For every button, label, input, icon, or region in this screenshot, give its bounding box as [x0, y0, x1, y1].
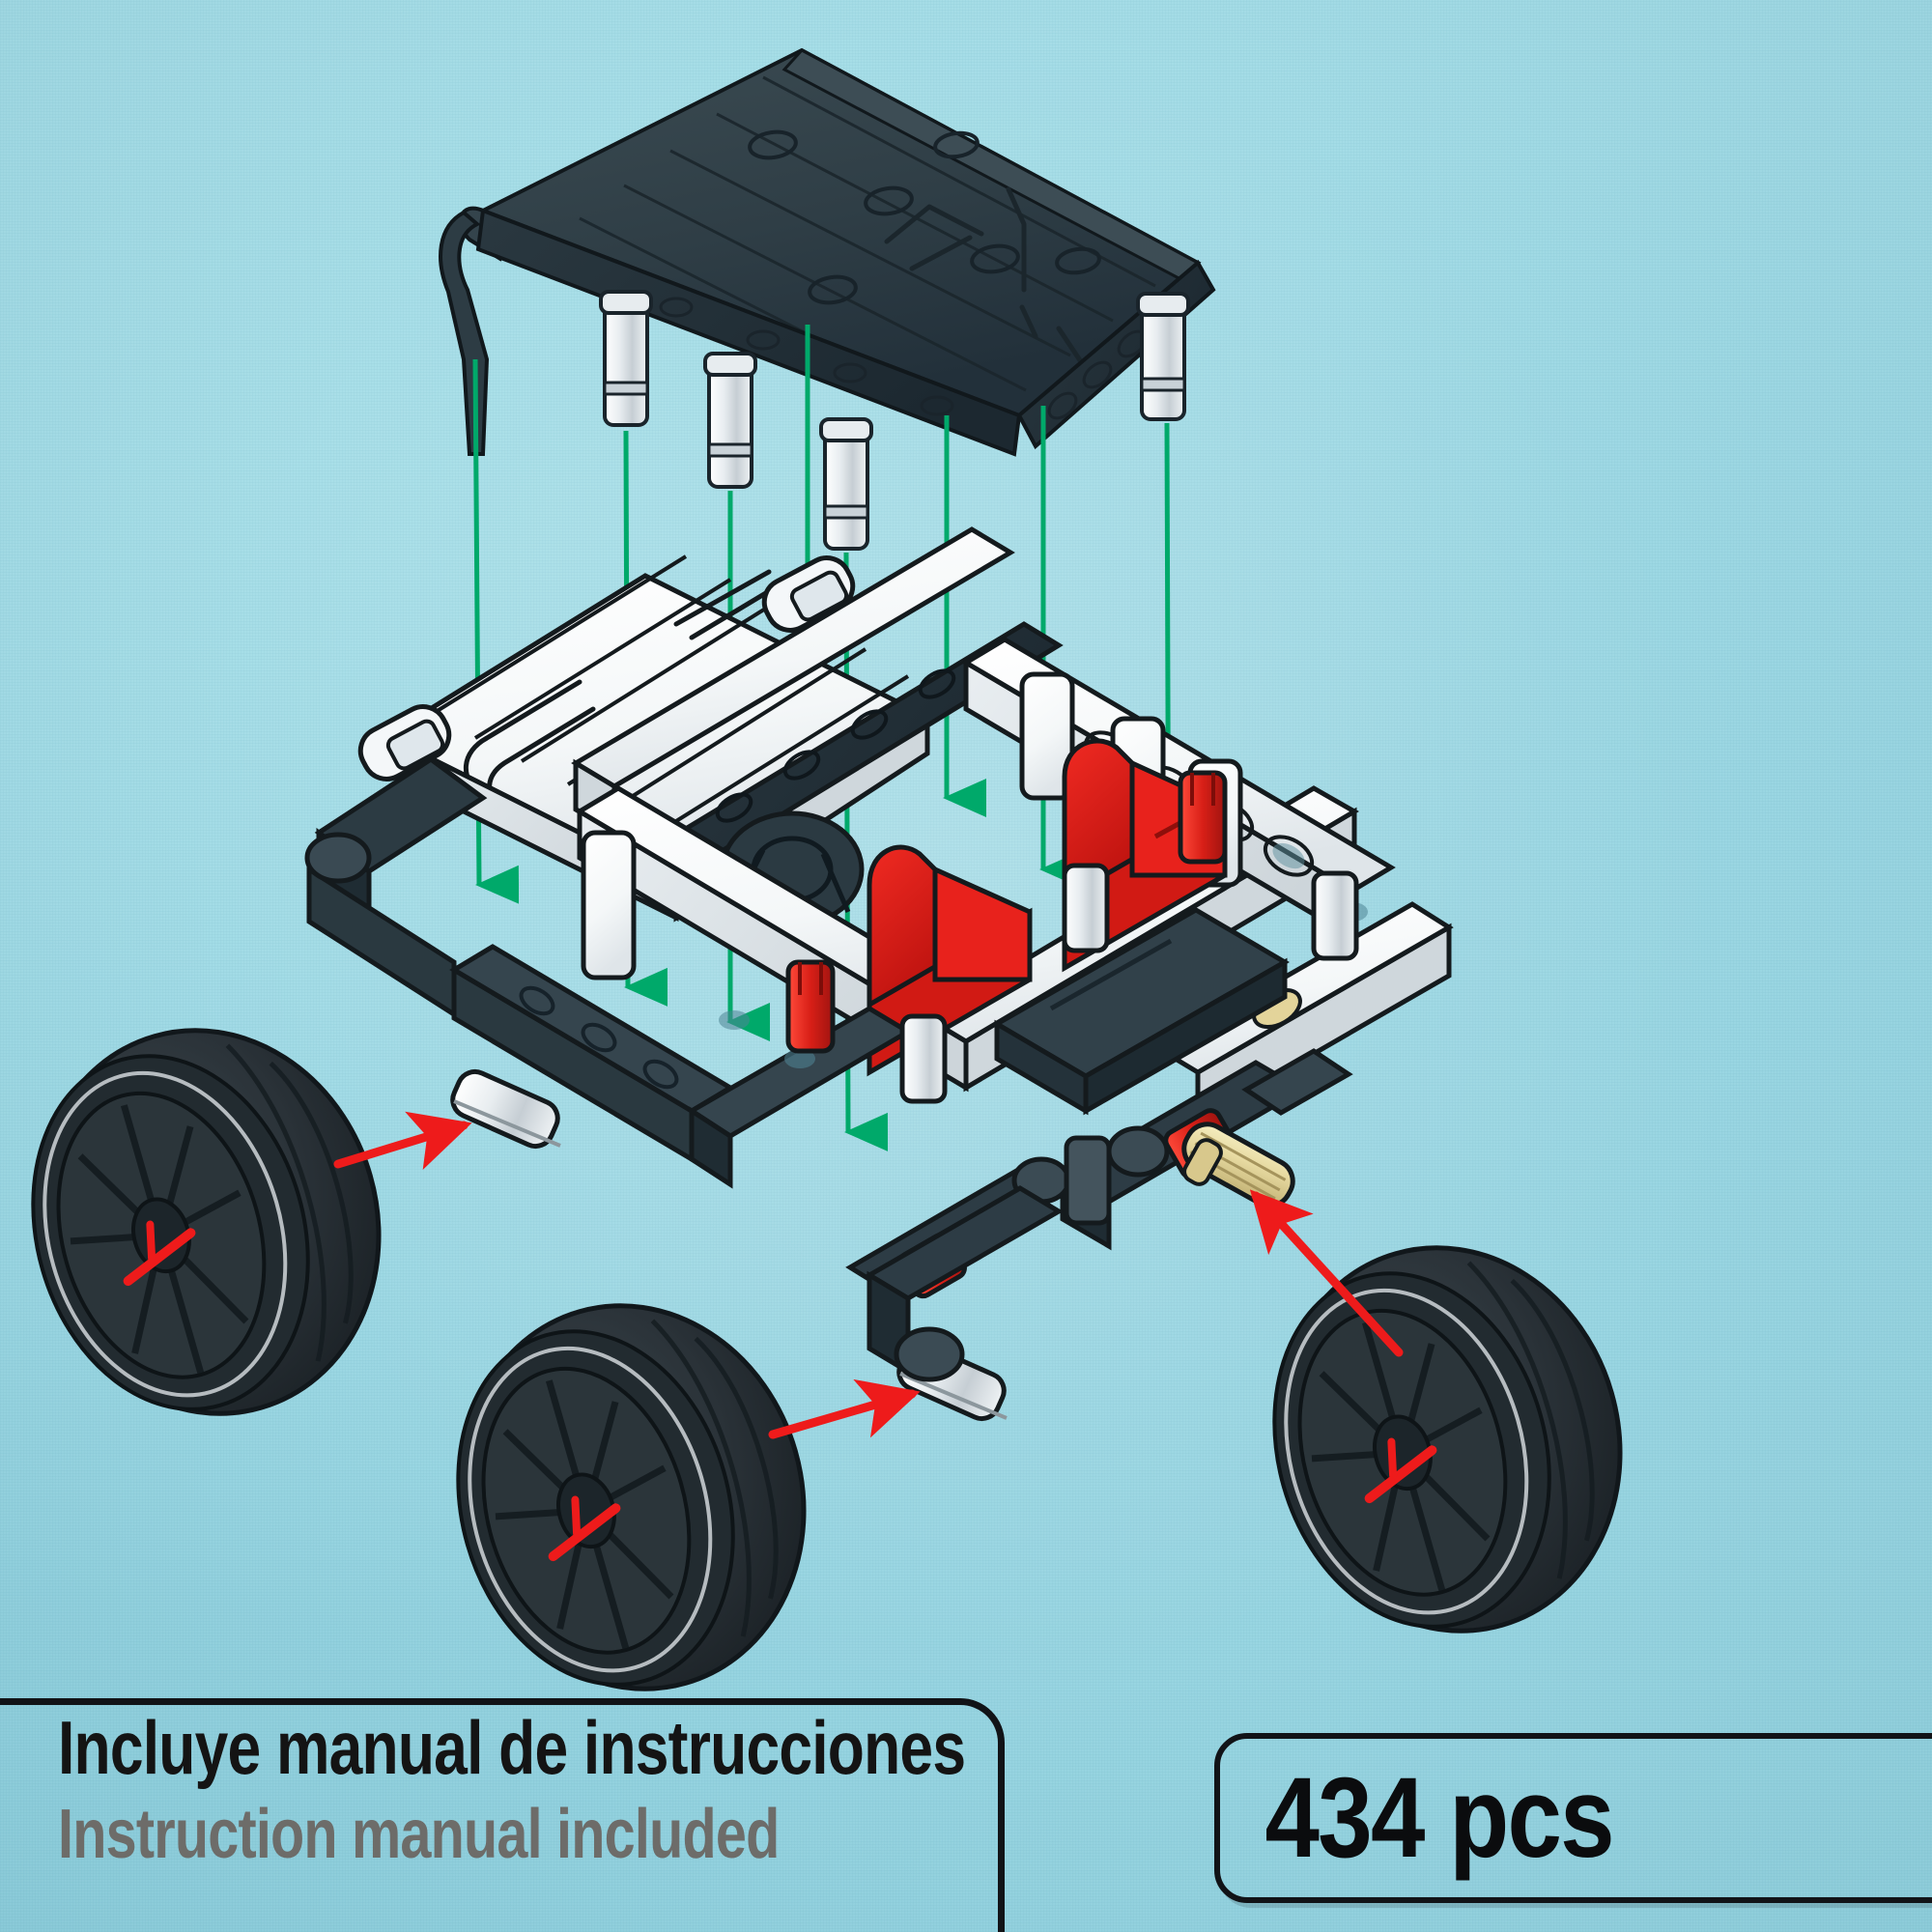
arrow-to-tan-axle — [1249, 1189, 1404, 1357]
piece-count-badge-frame — [1214, 1733, 1932, 1903]
piece-count-label: 434 pcs — [1264, 1754, 1615, 1882]
roof-support-pillars — [599, 290, 1190, 551]
instruction-manual-text-group: Incluye manual de instrucciones Instruct… — [58, 1710, 1024, 1932]
arrow-to-front-right-wheel — [768, 1378, 921, 1439]
wheel-rear-right — [1272, 1245, 1623, 1634]
roof-canopy-assembly — [439, 47, 1216, 457]
front-left-axle-pin — [450, 1068, 561, 1150]
red-attachment-arrows — [333, 1111, 1404, 1439]
pillar-1 — [599, 290, 653, 427]
grey-connector-pins — [899, 863, 1359, 1226]
pillar-3 — [819, 417, 873, 551]
instruction-manual-badge — [0, 1698, 1005, 1932]
front-left-suspension — [304, 755, 488, 1019]
arrow-to-front-left-wheel — [333, 1111, 472, 1170]
wheel-front-right — [456, 1303, 807, 1691]
red-connector-pins — [785, 770, 1228, 1054]
wheel-front-left — [31, 1028, 382, 1416]
tan-axle-connector-2 — [1182, 1138, 1223, 1186]
front-right-arm — [865, 1185, 1064, 1382]
red-pin-left — [785, 959, 836, 1054]
roof-front-beam — [475, 208, 1022, 457]
pillar-2 — [703, 352, 757, 489]
red-pin-right — [1178, 770, 1228, 865]
manual-line-english: Instruction manual included — [58, 1796, 780, 1873]
manual-line-spanish: Incluye manual de instrucciones — [58, 1705, 966, 1790]
floor-battery-box — [992, 907, 1290, 1116]
pillar-4 — [1136, 292, 1190, 421]
hood-connector-left — [357, 704, 452, 781]
